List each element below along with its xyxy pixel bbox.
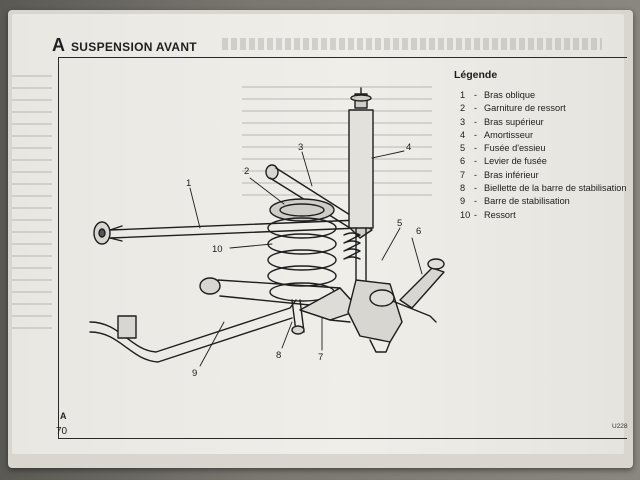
- legend-item: 10-Ressort: [460, 209, 516, 220]
- legend-item: 2-Garniture de ressort: [460, 103, 566, 114]
- legend-item: 3-Bras supérieur: [460, 116, 544, 127]
- callout-7: 7: [318, 352, 323, 363]
- callout-2: 2: [244, 166, 249, 177]
- callout-3: 3: [298, 142, 303, 153]
- figure-code: U228: [612, 423, 628, 430]
- leader-lines: [189, 150, 423, 367]
- legend-item: 4-Amortisseur: [460, 129, 534, 140]
- stabilizer-bar: [89, 299, 305, 363]
- lower-arm: [199, 277, 361, 323]
- legend-item: 5-Fusée d'essieu: [460, 143, 546, 154]
- show-through-heading: [222, 38, 602, 50]
- front-suspension-diagram: 1 2 3 4 5 6 7 8 9 10: [89, 87, 445, 379]
- figure-corner-letter: A: [60, 411, 67, 421]
- legend: Légende 1-Bras oblique 2-Garniture de re…: [454, 64, 627, 364]
- section-heading: A SUSPENSION AVANT: [52, 35, 197, 56]
- legend-item: 6-Levier de fusée: [460, 156, 547, 167]
- legend-item: 9-Barre de stabilisation: [460, 196, 570, 207]
- page-number: 70: [56, 426, 68, 437]
- callout-10: 10: [212, 244, 223, 255]
- book-page: [12, 14, 624, 454]
- callout-5: 5: [397, 218, 402, 229]
- legend-item: 7-Bras inférieur: [460, 169, 539, 180]
- legend-item: 1-Bras oblique: [460, 90, 536, 100]
- legend-title: Légende: [454, 69, 498, 81]
- steering-arm: [399, 258, 445, 309]
- show-through-margin: [12, 69, 52, 329]
- shock-absorber: [348, 87, 374, 281]
- oblique-arm: [93, 219, 361, 245]
- section-letter: A: [52, 35, 65, 55]
- damper-spring: [343, 232, 361, 260]
- callout-9: 9: [192, 368, 197, 379]
- callout-4: 4: [406, 142, 411, 153]
- page-title: SUSPENSION AVANT: [71, 40, 197, 54]
- legend-list: 1-Bras oblique 2-Garniture de ressort 3-…: [460, 89, 627, 222]
- callout-8: 8: [276, 350, 281, 361]
- figure-frame: [58, 57, 627, 439]
- callout-6: 6: [416, 226, 421, 237]
- legend-item: 8-Biellette de la barre de stabilisation: [460, 183, 627, 194]
- callout-1: 1: [186, 178, 191, 189]
- stub-axle: [347, 279, 437, 353]
